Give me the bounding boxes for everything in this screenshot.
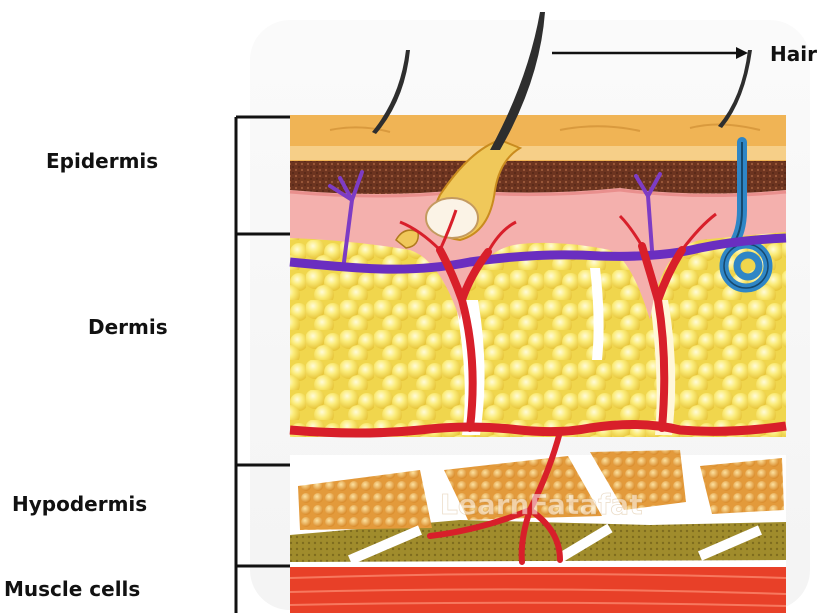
label-epidermis: Epidermis (46, 149, 158, 173)
watermark: LearnFatafat (440, 488, 643, 521)
label-muscle-cells: Muscle cells (4, 577, 140, 601)
label-dermis: Dermis (88, 315, 168, 339)
dermis-fat-layer (290, 232, 786, 437)
epidermis-granular-layer (290, 160, 786, 194)
label-hypodermis: Hypodermis (12, 492, 147, 516)
hypodermis-fat-cluster (700, 458, 784, 514)
label-hair: Hair (770, 42, 817, 66)
